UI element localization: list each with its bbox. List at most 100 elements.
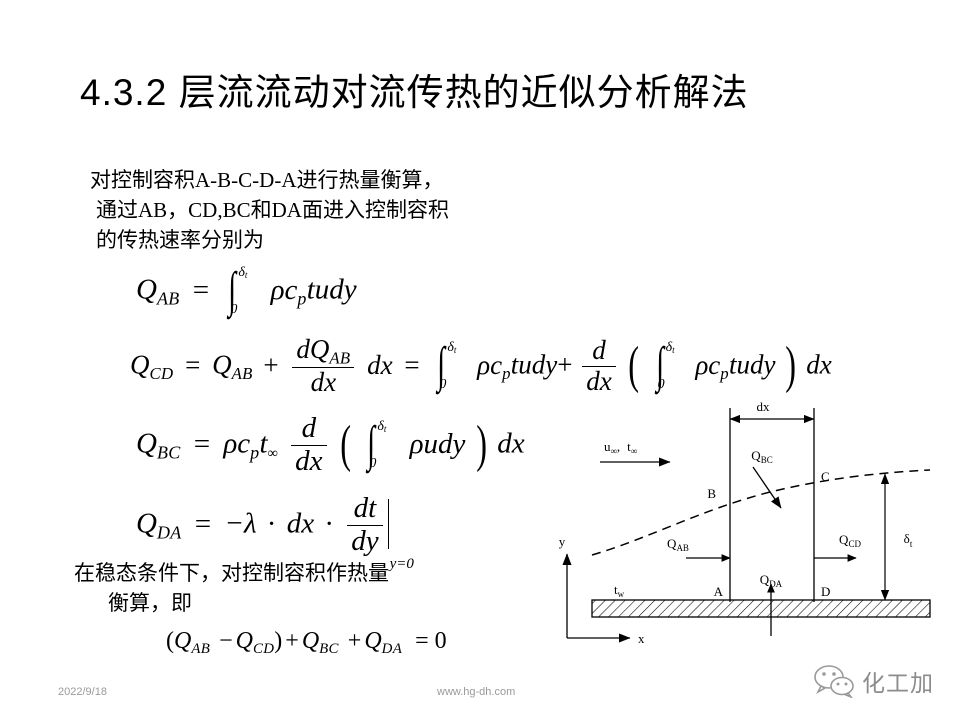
integral-upper-limit: δt xyxy=(238,265,248,280)
point-d-label: D xyxy=(821,584,830,599)
eq4-equals: = xyxy=(194,507,212,540)
eq2-equals-2: = xyxy=(404,349,420,380)
integral-lower-limit: 0 xyxy=(439,377,447,393)
eq3-t: t xyxy=(259,427,268,460)
eq2-integrand-2: ρc xyxy=(695,349,721,380)
eq2-integrand-rest: tudy xyxy=(510,349,558,380)
eq3-d-dx-numerator: d xyxy=(301,412,317,444)
eq3-lhs: Q xyxy=(136,427,157,460)
eq2-integrand-2-rest: tudy xyxy=(728,349,776,380)
eq2-fraction: dQAB dx xyxy=(292,335,355,397)
evaluation-bar xyxy=(387,499,389,550)
q-da-label: QDA xyxy=(760,572,783,589)
eq3-trailing-dx: dx xyxy=(497,427,525,460)
eq2-d-dx-numerator: d xyxy=(592,335,606,366)
eq2-frac-denominator: dx xyxy=(292,367,355,397)
balance-q3: Q xyxy=(301,628,320,654)
eq2-plus: + xyxy=(263,349,279,380)
eq2-plus-2: + xyxy=(557,349,573,380)
integral-upper-limit: δt xyxy=(447,340,457,356)
integral-upper-limit: δt xyxy=(377,419,387,435)
eq2-dx: dx xyxy=(367,349,393,380)
footer-date: 2022/9/18 xyxy=(58,686,107,698)
footer-url: www.hg-dh.com xyxy=(437,686,516,698)
page-title: 4.3.2 层流流动对流传热的近似分析解法 xyxy=(80,72,749,113)
integral-lower-limit: 0 xyxy=(369,456,377,472)
eq2-term1-sub: AB xyxy=(231,364,253,384)
balance-q3-sub: BC xyxy=(319,640,339,657)
eq3-rho-c-sub: p xyxy=(250,442,260,463)
eq4-eval-at: y=0 xyxy=(389,556,414,573)
q-ab-label: QAB xyxy=(667,536,689,553)
eq2-integrand: ρc xyxy=(477,349,503,380)
eq4-dx: dx xyxy=(286,507,315,540)
free-stream-label: u∞,t∞ xyxy=(604,439,637,456)
steady-line-2: 衡算，即 xyxy=(108,591,192,615)
eq3-equals: = xyxy=(193,427,211,460)
eq3-d-dx-denominator: dx xyxy=(291,444,327,477)
eq2-trailing-dx: dx xyxy=(806,349,832,380)
eq3-rho-c: ρc xyxy=(223,427,251,460)
eq3-lhs-sub: BC xyxy=(156,442,181,463)
balance-q4: Q xyxy=(364,628,382,654)
eq3-integrand: ρudy xyxy=(409,427,466,460)
eq1-integrand-rest: tudy xyxy=(306,273,357,306)
q-cd-label: QCD xyxy=(839,532,861,549)
integral-symbol: ∫ δt 0 xyxy=(363,417,393,471)
eq3-t-sub: ∞ xyxy=(267,445,278,462)
q-bc-arrow xyxy=(752,466,782,509)
balance-equals-zero: = 0 xyxy=(415,628,447,654)
eq4-dt-dy-fraction: dt dy xyxy=(347,492,383,556)
point-a-label: A xyxy=(714,584,724,599)
balance-plus-2: + xyxy=(347,628,362,654)
balance-plus-1: + xyxy=(285,628,299,654)
wall-temperature-label: tw xyxy=(614,582,625,599)
eq4-dot-1: · xyxy=(266,507,277,540)
integral-upper-limit: δt xyxy=(665,340,675,356)
equation-q-ab: QAB = ∫ δt 0 ρcptudy xyxy=(136,263,357,317)
integral-symbol: ∫ δt 0 xyxy=(224,263,254,317)
eq1-equals: = xyxy=(192,273,210,306)
steady-line-1: 在稳态条件下，对控制容积作热量 xyxy=(74,561,389,585)
eq2-d-dx-fraction: d dx xyxy=(582,335,616,395)
eq4-dt-dy-numerator: dt xyxy=(353,492,377,524)
brand-logo-text: 化工加 xyxy=(862,670,934,696)
integral-symbol: ∫ δt 0 xyxy=(652,339,682,393)
wall-plate xyxy=(591,599,931,618)
point-c-label: C xyxy=(821,469,830,484)
balance-q4-sub: DA xyxy=(381,640,403,657)
intro-paragraph: 对控制容积A-B-C-D-A进行热量衡算， 通过AB，CD,BC和DA面进入控制… xyxy=(90,165,520,255)
intro-line-1: 对控制容积A-B-C-D-A进行热量衡算， xyxy=(90,168,444,192)
brand-logo: 化工加 xyxy=(812,664,952,704)
balance-q2: Q xyxy=(235,628,254,654)
q-bc-label: QBC xyxy=(751,448,772,465)
eq4-dot-2: · xyxy=(324,507,334,540)
dx-label: dx xyxy=(757,399,771,414)
integral-lower-limit: 0 xyxy=(657,377,665,393)
eq2-term1: Q xyxy=(212,349,232,380)
right-paren: ) xyxy=(785,337,797,395)
eq4-lhs-sub: DA xyxy=(156,522,182,543)
eq2-equals-1: = xyxy=(185,349,201,380)
left-paren: ( xyxy=(628,337,640,395)
balance-close-paren: ) xyxy=(274,628,283,654)
thermal-boundary-layer-curve xyxy=(591,469,931,556)
eq1-integrand-sub: p xyxy=(297,288,307,309)
wechat-icon xyxy=(814,665,854,699)
right-paren: ) xyxy=(475,415,487,473)
eq4-lhs: Q xyxy=(136,507,157,540)
eq1-integrand: ρc xyxy=(270,273,298,306)
point-b-label: B xyxy=(707,486,716,501)
integral-glyph: ∫ xyxy=(437,338,446,394)
intro-line-2: 通过AB，CD,BC和DA面进入控制容积 xyxy=(96,198,449,222)
eq1-lhs-sub: AB xyxy=(156,288,180,309)
balance-q1: Q xyxy=(174,628,192,654)
integral-lower-limit: 0 xyxy=(230,302,238,317)
integral-symbol: ∫ δt 0 xyxy=(433,339,463,393)
steady-state-paragraph: 在稳态条件下，对控制容积作热量 衡算，即 xyxy=(74,558,544,618)
eq3-d-dx-fraction: d dx xyxy=(291,412,327,477)
balance-q2-sub: CD xyxy=(253,640,275,657)
balance-q1-sub: AB xyxy=(191,640,211,657)
equation-q-da: QDA = −λ · dx · dt dy y=0 xyxy=(136,492,414,572)
y-axis-label: y xyxy=(559,534,566,549)
